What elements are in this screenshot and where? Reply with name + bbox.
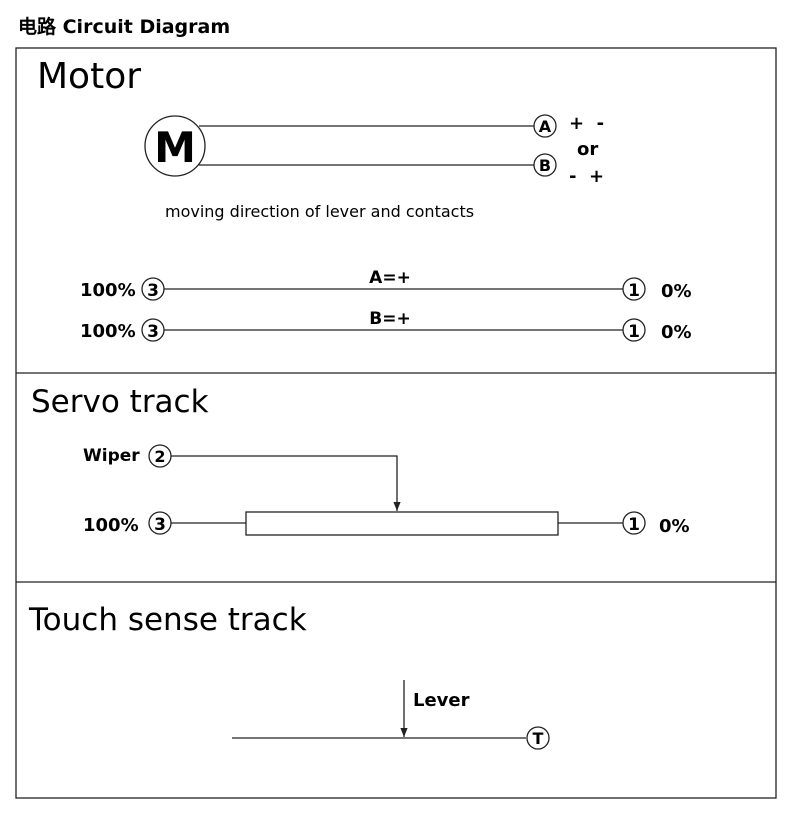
contact-row-b: 100% 3 B=+ 1 0% bbox=[80, 309, 692, 343]
left-label: 100% bbox=[83, 515, 139, 536]
terminal-b bbox=[533, 153, 557, 177]
pin-label: 3 bbox=[147, 322, 159, 342]
pin-1 bbox=[622, 277, 646, 301]
polarity-bottom: - + bbox=[569, 166, 604, 187]
section-heading: Touch sense track bbox=[28, 602, 307, 638]
servo-section: Servo track Wiper 2 100% 3 1 0% bbox=[31, 384, 690, 537]
section-heading: Servo track bbox=[31, 384, 209, 420]
pin-label: T bbox=[533, 729, 544, 748]
pin-1 bbox=[622, 318, 646, 342]
left-label: 100% bbox=[80, 321, 136, 342]
polarity-or: or bbox=[577, 139, 598, 160]
motor-symbol-label: M bbox=[154, 123, 196, 172]
mid-label: B=+ bbox=[369, 309, 410, 329]
right-label: 0% bbox=[661, 281, 692, 302]
direction-caption: moving direction of lever and contacts bbox=[165, 202, 474, 221]
pin-label: 2 bbox=[154, 447, 165, 466]
diagram-frame bbox=[15, 47, 777, 799]
resistor-track bbox=[245, 511, 559, 536]
pin-t bbox=[526, 726, 550, 750]
pin-label: 1 bbox=[628, 515, 640, 535]
section-heading: Motor bbox=[37, 56, 141, 97]
wiper-arrow bbox=[171, 455, 401, 511]
mid-label: A=+ bbox=[369, 268, 411, 288]
contact-row-a: 100% 3 A=+ 1 0% bbox=[80, 268, 692, 302]
motor-section: Motor M A B + - or - + moving direction … bbox=[37, 56, 692, 343]
terminal-a bbox=[533, 114, 557, 138]
pin-label: 1 bbox=[628, 281, 640, 301]
right-label: 0% bbox=[659, 516, 690, 537]
terminal-a-label: A bbox=[539, 117, 552, 136]
terminal-b-label: B bbox=[539, 156, 551, 175]
left-label: 100% bbox=[80, 280, 136, 301]
pin-label: 3 bbox=[154, 515, 166, 535]
touch-section: Touch sense track Lever T bbox=[28, 602, 550, 750]
right-label: 0% bbox=[661, 322, 692, 343]
motor-symbol bbox=[144, 115, 206, 177]
pin-1 bbox=[622, 511, 646, 535]
pin-label: 1 bbox=[628, 322, 640, 342]
wiper-label: Wiper bbox=[83, 446, 140, 466]
page-title: 电路 Circuit Diagram bbox=[18, 15, 230, 38]
pin-label: 3 bbox=[147, 281, 159, 301]
polarity-top: + - bbox=[569, 113, 604, 134]
lever-label: Lever bbox=[413, 690, 470, 711]
